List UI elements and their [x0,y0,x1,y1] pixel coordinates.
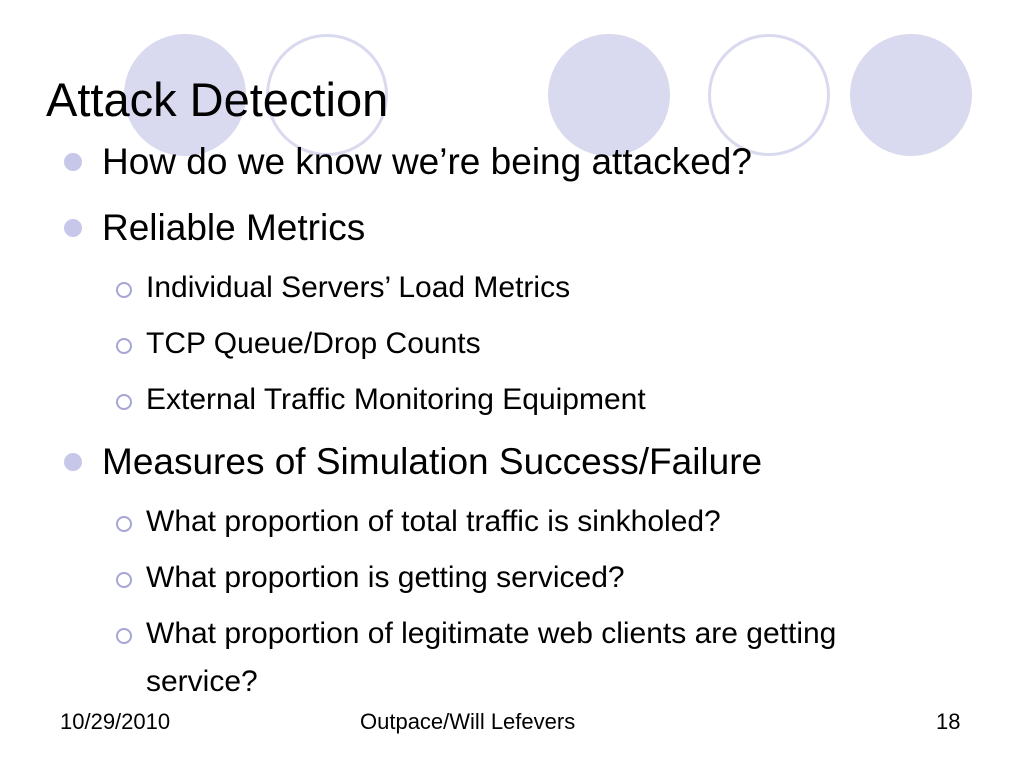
sub-bullet-item: What proportion is getting serviced? [116,554,946,602]
bullet-item: How do we know we’re being attacked? [64,140,752,184]
sub-bullet-item: What proportion of legitimate web client… [116,610,946,706]
slide-number: 18 [936,709,961,734]
sub-bullet-item: Individual Servers’ Load Metrics [116,264,946,312]
ring-bullet-icon [116,282,132,298]
ring-bullet-icon [116,394,132,410]
bullet-dot-icon [64,219,82,237]
decorative-circle-filled [548,34,670,156]
sub-bullet-text: Individual Servers’ Load Metrics [146,271,571,304]
ring-bullet-icon [116,628,132,644]
bullet-item: Measures of Simulation Success/Failure [64,440,763,484]
footer-author: Outpace/Will Lefevers [360,709,576,734]
sub-bullet-item: TCP Queue/Drop Counts [116,320,946,368]
bullet-dot-icon [64,453,82,471]
bullet-text: Reliable Metrics [102,207,366,248]
decorative-circle-outline [266,34,388,156]
decorative-circle-filled [850,34,972,156]
sub-bullet-item: External Traffic Monitoring Equipment [116,376,946,424]
bullet-item: Reliable Metrics [64,206,366,250]
footer-date: 10/29/2010 [60,709,171,734]
sub-bullet-item: What proportion of total traffic is sink… [116,498,946,546]
bullet-dot-icon [64,153,82,171]
decorative-circle-outline [708,34,830,156]
ring-bullet-icon [116,572,132,588]
sub-bullet-text: What proportion is getting serviced? [146,561,625,594]
sub-bullet-text: External Traffic Monitoring Equipment [146,383,646,416]
sub-bullet-text: What proportion of legitimate web client… [146,617,837,698]
ring-bullet-icon [116,338,132,354]
sub-bullet-text: What proportion of total traffic is sink… [146,505,721,538]
slide-title: Attack Detection [46,73,389,126]
bullet-text: How do we know we’re being attacked? [102,141,752,182]
bullet-text: Measures of Simulation Success/Failure [102,441,763,482]
decorative-circle-filled [124,34,246,156]
sub-bullet-text: TCP Queue/Drop Counts [146,327,481,360]
ring-bullet-icon [116,516,132,532]
